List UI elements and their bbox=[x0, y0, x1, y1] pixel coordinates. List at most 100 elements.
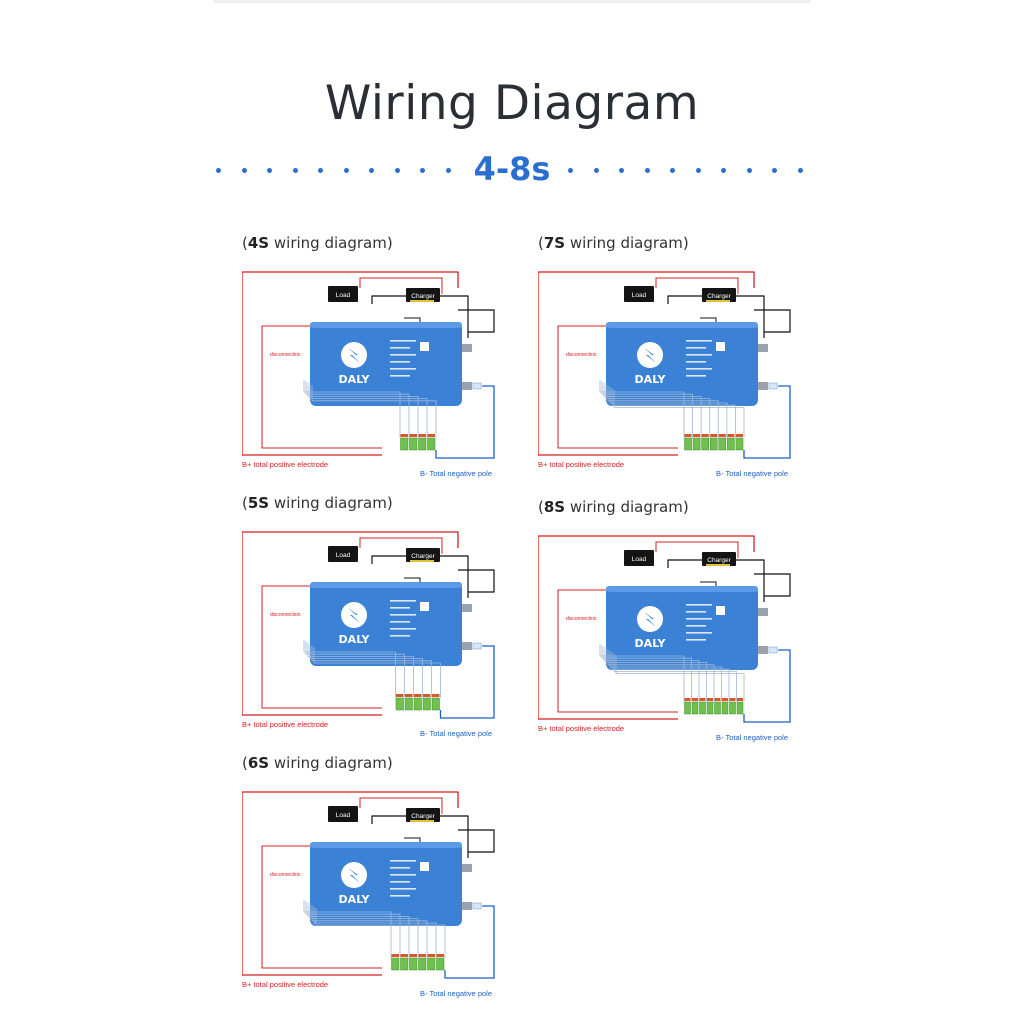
bms-spec-line bbox=[686, 347, 706, 349]
charger-stripe bbox=[410, 300, 434, 302]
load-label: Load bbox=[336, 552, 351, 559]
terminal-b bbox=[462, 642, 472, 650]
bms-spec-line bbox=[686, 625, 706, 627]
bms-spec-line bbox=[390, 874, 416, 876]
diagram-title-suffix: wiring diagram) bbox=[269, 494, 393, 512]
bms-spec-line bbox=[686, 632, 712, 634]
cell-tab bbox=[735, 434, 743, 437]
cell-tab bbox=[701, 434, 709, 437]
cell-tab bbox=[409, 954, 417, 957]
cell-tab bbox=[693, 434, 701, 437]
balance-wire bbox=[315, 908, 446, 958]
cell-tab bbox=[699, 698, 706, 701]
cell-tab bbox=[423, 694, 431, 697]
bms-spec-line bbox=[390, 881, 410, 883]
battery-cell bbox=[436, 957, 445, 971]
cell-tab bbox=[409, 434, 417, 437]
diagram-title: (5S wiring diagram) bbox=[242, 494, 393, 512]
bms-spec-line bbox=[390, 368, 416, 370]
positive-wire bbox=[538, 271, 755, 456]
diagram-title: (7S wiring diagram) bbox=[538, 234, 689, 252]
divider-dot bbox=[568, 168, 573, 173]
bms-spec-line bbox=[686, 361, 706, 363]
cell-tab bbox=[436, 954, 444, 957]
cell-tab bbox=[692, 698, 698, 701]
positive-electrode-label: B+ total positive electrode bbox=[242, 720, 329, 729]
bms-top-edge bbox=[606, 586, 758, 592]
charger-box bbox=[702, 288, 736, 302]
bms-body bbox=[310, 582, 462, 666]
subtitle-row: 4-8s bbox=[216, 150, 806, 190]
diagram-title-suffix: wiring diagram) bbox=[269, 754, 393, 772]
divider-dot bbox=[593, 168, 599, 173]
connector-b bbox=[472, 382, 482, 390]
cell-tab bbox=[391, 954, 399, 957]
balance-wire bbox=[313, 647, 441, 698]
load-label: Load bbox=[632, 292, 647, 299]
battery-cell bbox=[427, 437, 436, 451]
negative-wire bbox=[444, 905, 495, 979]
disconnection-wire bbox=[261, 585, 382, 709]
battery-cell bbox=[692, 437, 701, 451]
load-positive-wire bbox=[655, 277, 739, 294]
cell-tab bbox=[418, 434, 426, 437]
cell-tab bbox=[707, 698, 713, 701]
qr-code-icon bbox=[420, 342, 429, 351]
cell-tab bbox=[405, 694, 413, 697]
charger-stripe bbox=[410, 560, 434, 562]
positive-wire bbox=[242, 531, 459, 716]
positive-electrode-label: B+ total positive electrode bbox=[538, 460, 625, 469]
balance-wire bbox=[613, 653, 737, 702]
terminal-p bbox=[758, 608, 768, 616]
load-positive-wire bbox=[655, 541, 739, 558]
balance-wire bbox=[313, 907, 437, 958]
diagram-series-label: 4S bbox=[247, 234, 270, 252]
battery-cell bbox=[404, 697, 413, 711]
diagram-title: (4S wiring diagram) bbox=[242, 234, 393, 252]
terminal-b bbox=[462, 902, 472, 910]
dotted-divider-right bbox=[568, 168, 806, 174]
balance-wire bbox=[601, 645, 692, 702]
negative-pole-label: B- Total negative pole bbox=[420, 989, 492, 998]
charger-box bbox=[406, 808, 440, 822]
battery-cell bbox=[409, 957, 418, 971]
battery-cell bbox=[691, 701, 699, 715]
diagram-title: (6S wiring diagram) bbox=[242, 754, 393, 772]
bms-spec-line bbox=[390, 347, 410, 349]
battery-cell bbox=[701, 437, 709, 451]
battery-cell bbox=[714, 701, 721, 715]
bms-brand: DALY bbox=[635, 637, 667, 650]
cell-tab bbox=[684, 698, 691, 701]
cell-tab bbox=[718, 434, 726, 437]
balance-wire bbox=[605, 648, 707, 702]
negative-wire bbox=[743, 649, 791, 723]
battery-cell bbox=[400, 957, 409, 971]
divider-dot bbox=[797, 168, 803, 173]
balance-wire bbox=[305, 641, 405, 698]
divider-dot bbox=[445, 168, 451, 173]
divider-dot bbox=[394, 168, 400, 173]
divider-dot bbox=[746, 168, 752, 173]
balance-wire bbox=[309, 644, 423, 698]
balance-wire bbox=[603, 382, 702, 438]
diagram-title-prefix: ( bbox=[538, 234, 544, 252]
cell-tab bbox=[727, 434, 735, 437]
divider-dot bbox=[267, 168, 272, 173]
battery-cell bbox=[409, 437, 418, 451]
positive-electrode-label: B+ total positive electrode bbox=[242, 980, 329, 989]
qr-code-icon bbox=[716, 342, 725, 351]
cell-tab bbox=[432, 694, 440, 697]
top-divider bbox=[214, 0, 810, 3]
negative-pole-label: B- Total negative pole bbox=[420, 729, 492, 738]
positive-electrode-label: B+ total positive electrode bbox=[538, 724, 625, 733]
bms-top-edge bbox=[310, 322, 462, 328]
load-positive-wire bbox=[359, 797, 443, 814]
charger-wire bbox=[458, 569, 495, 593]
disconnection-wire bbox=[557, 325, 678, 449]
cell-tab bbox=[400, 434, 408, 437]
